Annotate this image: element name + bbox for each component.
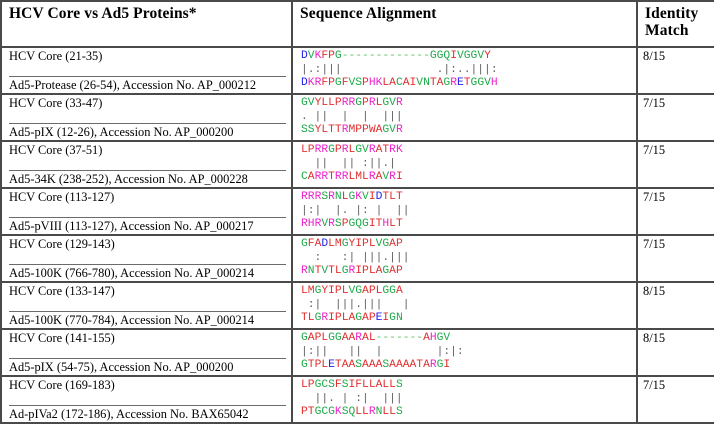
alignment-match-line: . || | | ||| bbox=[301, 110, 403, 123]
query-sequence: GFADLMGYIPLVGAP bbox=[301, 238, 403, 250]
identity-match-value: 7/15 bbox=[636, 140, 714, 189]
identity-match-value: 8/15 bbox=[636, 47, 714, 95]
table-row: HCV Core (113-127) Ad5-pVIII (113-127), A… bbox=[0, 187, 714, 236]
identity-match-value: 7/15 bbox=[636, 375, 714, 424]
alignment-block: RRRSRNLGKVIDTLT|:| |. |: | ||RHRVRSPGQGI… bbox=[301, 191, 632, 232]
subject-protein-label: Ad5-100K (770-784), Accession No. AP_000… bbox=[9, 311, 286, 327]
sequence-alignment-cell: LPGCSFSIFLLALLS ||. | :| |||PTGCGKSQLLRN… bbox=[291, 375, 638, 424]
query-sequence: LPRRGPRLGVRATRK bbox=[301, 144, 403, 156]
label-spacer bbox=[9, 298, 286, 311]
alignment-block: DVKFPG-------------GGQIVGGVY|.:||| .|:..… bbox=[301, 50, 632, 91]
subject-protein-label: Ad5-34K (238-252), Accession No. AP_0002… bbox=[9, 170, 286, 186]
sequence-alignment-cell: LMGYIPLVGAPLGGA :| |||.||| |TLGRIPLAGAPE… bbox=[291, 281, 638, 330]
alignment-match-line: |.:||| .|:..|||: bbox=[301, 63, 498, 76]
subject-protein-label: Ad5-pVIII (113-127), Accession No. AP_00… bbox=[9, 217, 286, 233]
sequence-alignment-cell: GVYLLPRRGPRLGVR. || | | |||SSYLTTRMPPWAG… bbox=[291, 93, 638, 142]
alignment-match-line: :| |||.||| | bbox=[301, 298, 410, 311]
header-proteins: HCV Core vs Ad5 Proteins* bbox=[0, 0, 293, 48]
alignment-match-line: |:| |. |: | || bbox=[301, 204, 410, 217]
subject-protein-label: Ad-pIVa2 (172-186), Accession No. BAX650… bbox=[9, 405, 286, 421]
protein-pair-cell: HCV Core (129-143) Ad5-100K (766-780), Ac… bbox=[0, 234, 293, 283]
query-sequence: GAPLGGAARAL-------AHGV bbox=[301, 332, 451, 344]
alignment-match-line: |:|| || | |:|: bbox=[301, 345, 464, 358]
alignment-block: LMGYIPLVGAPLGGA :| |||.||| |TLGRIPLAGAPE… bbox=[301, 285, 632, 326]
query-protein-label: HCV Core (37-51) bbox=[9, 143, 103, 157]
query-sequence: RRRSRNLGKVIDTLT bbox=[301, 191, 403, 203]
label-spacer bbox=[9, 251, 286, 264]
table-row: HCV Core (133-147) Ad5-100K (770-784), Ac… bbox=[0, 281, 714, 330]
subject-protein-label: Ad5-pIX (12-26), Accession No. AP_000200 bbox=[9, 123, 286, 139]
query-sequence: LPGCSFSIFLLALLS bbox=[301, 379, 403, 391]
identity-match-value: 7/15 bbox=[636, 234, 714, 283]
sequence-alignment-cell: GFADLMGYIPLVGAP : :| |||.|||RNTVTLGRIPLA… bbox=[291, 234, 638, 283]
table-row: HCV Core (141-155) Ad5-pIX (54-75), Acces… bbox=[0, 328, 714, 377]
label-spacer bbox=[9, 345, 286, 358]
subject-sequence: TLGRIPLAGAPEIGN bbox=[301, 312, 403, 325]
alignment-match-line: : :| |||.||| bbox=[301, 251, 410, 264]
table-row: HCV Core (129-143) Ad5-100K (766-780), Ac… bbox=[0, 234, 714, 283]
alignment-block: GFADLMGYIPLVGAP : :| |||.|||RNTVTLGRIPLA… bbox=[301, 238, 632, 279]
protein-pair-cell: HCV Core (33-47) Ad5-pIX (12-26), Accessi… bbox=[0, 93, 293, 142]
protein-pair-cell: HCV Core (133-147) Ad5-100K (770-784), Ac… bbox=[0, 281, 293, 330]
header-identity-line2: Match bbox=[645, 22, 689, 39]
alignment-block: GVYLLPRRGPRLGVR. || | | |||SSYLTTRMPPWAG… bbox=[301, 97, 632, 138]
identity-match-value: 7/15 bbox=[636, 93, 714, 142]
table-header: HCV Core vs Ad5 Proteins* Sequence Align… bbox=[0, 0, 714, 48]
subject-sequence: RNTVTLGRIPLAGAP bbox=[301, 265, 403, 278]
label-spacer bbox=[9, 110, 286, 123]
subject-sequence: PTGCGKSQLLRNLLS bbox=[301, 406, 403, 419]
label-spacer bbox=[9, 157, 286, 170]
sequence-alignment-cell: RRRSRNLGKVIDTLT|:| |. |: | ||RHRVRSPGQGI… bbox=[291, 187, 638, 236]
query-protein-label: HCV Core (129-143) bbox=[9, 237, 115, 251]
subject-sequence: GTPLETAASAAASAAAATARGI bbox=[301, 359, 451, 372]
alignment-block: LPRRGPRLGVRATRK || || :||.|CARRTRRLMLRAV… bbox=[301, 144, 632, 185]
table-row: HCV Core (169-183) Ad-pIVa2 (172-186), Ac… bbox=[0, 375, 714, 424]
subject-sequence: RHRVRSPGQGITHLT bbox=[301, 218, 403, 231]
subject-protein-label: Ad5-100K (766-780), Accession No. AP_000… bbox=[9, 264, 286, 280]
query-sequence: DVKFPG-------------GGQIVGGVY bbox=[301, 50, 491, 62]
header-sequence-alignment: Sequence Alignment bbox=[291, 0, 638, 48]
query-sequence: LMGYIPLVGAPLGGA bbox=[301, 285, 403, 297]
protein-pair-cell: HCV Core (37-51) Ad5-34K (238-252), Acces… bbox=[0, 140, 293, 189]
sequence-alignment-cell: GAPLGGAARAL-------AHGV|:|| || | |:|:GTPL… bbox=[291, 328, 638, 377]
protein-pair-cell: HCV Core (21-35) Ad5-Protease (26-54), Ac… bbox=[0, 47, 293, 95]
label-spacer bbox=[9, 204, 286, 217]
table-row: HCV Core (37-51) Ad5-34K (238-252), Acces… bbox=[0, 140, 714, 189]
query-protein-label: HCV Core (113-127) bbox=[9, 190, 115, 204]
header-identity-line1: Identity bbox=[645, 5, 699, 22]
subject-protein-label: Ad5-pIX (54-75), Accession No. AP_000200 bbox=[9, 358, 286, 374]
query-protein-label: HCV Core (33-47) bbox=[9, 96, 103, 110]
alignment-block: GAPLGGAARAL-------AHGV|:|| || | |:|:GTPL… bbox=[301, 332, 632, 373]
query-protein-label: HCV Core (133-147) bbox=[9, 284, 115, 298]
alignment-match-line: ||. | :| ||| bbox=[301, 392, 403, 405]
subject-sequence: SSYLTTRMPPWAGVR bbox=[301, 124, 403, 137]
alignment-match-line: || || :||.| bbox=[301, 157, 396, 170]
sequence-alignment-cell: LPRRGPRLGVRATRK || || :||.|CARRTRRLMLRAV… bbox=[291, 140, 638, 189]
subject-sequence: CARRTRRLMLRAVRI bbox=[301, 171, 403, 184]
label-spacer bbox=[9, 392, 286, 405]
identity-match-value: 7/15 bbox=[636, 187, 714, 236]
table-row: HCV Core (21-35) Ad5-Protease (26-54), Ac… bbox=[0, 47, 714, 95]
protein-pair-cell: HCV Core (169-183) Ad-pIVa2 (172-186), Ac… bbox=[0, 375, 293, 424]
header-identity-match: Identity Match bbox=[636, 0, 714, 48]
identity-match-value: 8/15 bbox=[636, 328, 714, 377]
table-row: HCV Core (33-47) Ad5-pIX (12-26), Accessi… bbox=[0, 93, 714, 142]
identity-match-value: 8/15 bbox=[636, 281, 714, 330]
query-protein-label: HCV Core (21-35) bbox=[9, 49, 103, 63]
label-spacer bbox=[9, 63, 286, 76]
table-body: HCV Core (21-35) Ad5-Protease (26-54), Ac… bbox=[0, 47, 714, 424]
protein-pair-cell: HCV Core (113-127) Ad5-pVIII (113-127), A… bbox=[0, 187, 293, 236]
alignment-block: LPGCSFSIFLLALLS ||. | :| |||PTGCGKSQLLRN… bbox=[301, 379, 632, 420]
query-protein-label: HCV Core (169-183) bbox=[9, 378, 115, 392]
query-sequence: GVYLLPRRGPRLGVR bbox=[301, 97, 403, 109]
subject-protein-label: Ad5-Protease (26-54), Accession No. AP_0… bbox=[9, 76, 286, 92]
header-row: HCV Core vs Ad5 Proteins* Sequence Align… bbox=[0, 0, 714, 48]
sequence-alignment-cell: DVKFPG-------------GGQIVGGVY|.:||| .|:..… bbox=[291, 47, 638, 95]
query-protein-label: HCV Core (141-155) bbox=[9, 331, 115, 345]
subject-sequence: DKRFPGFVSPHKLACAIVNTAGRETGGVH bbox=[301, 77, 498, 90]
protein-pair-cell: HCV Core (141-155) Ad5-pIX (54-75), Acces… bbox=[0, 328, 293, 377]
